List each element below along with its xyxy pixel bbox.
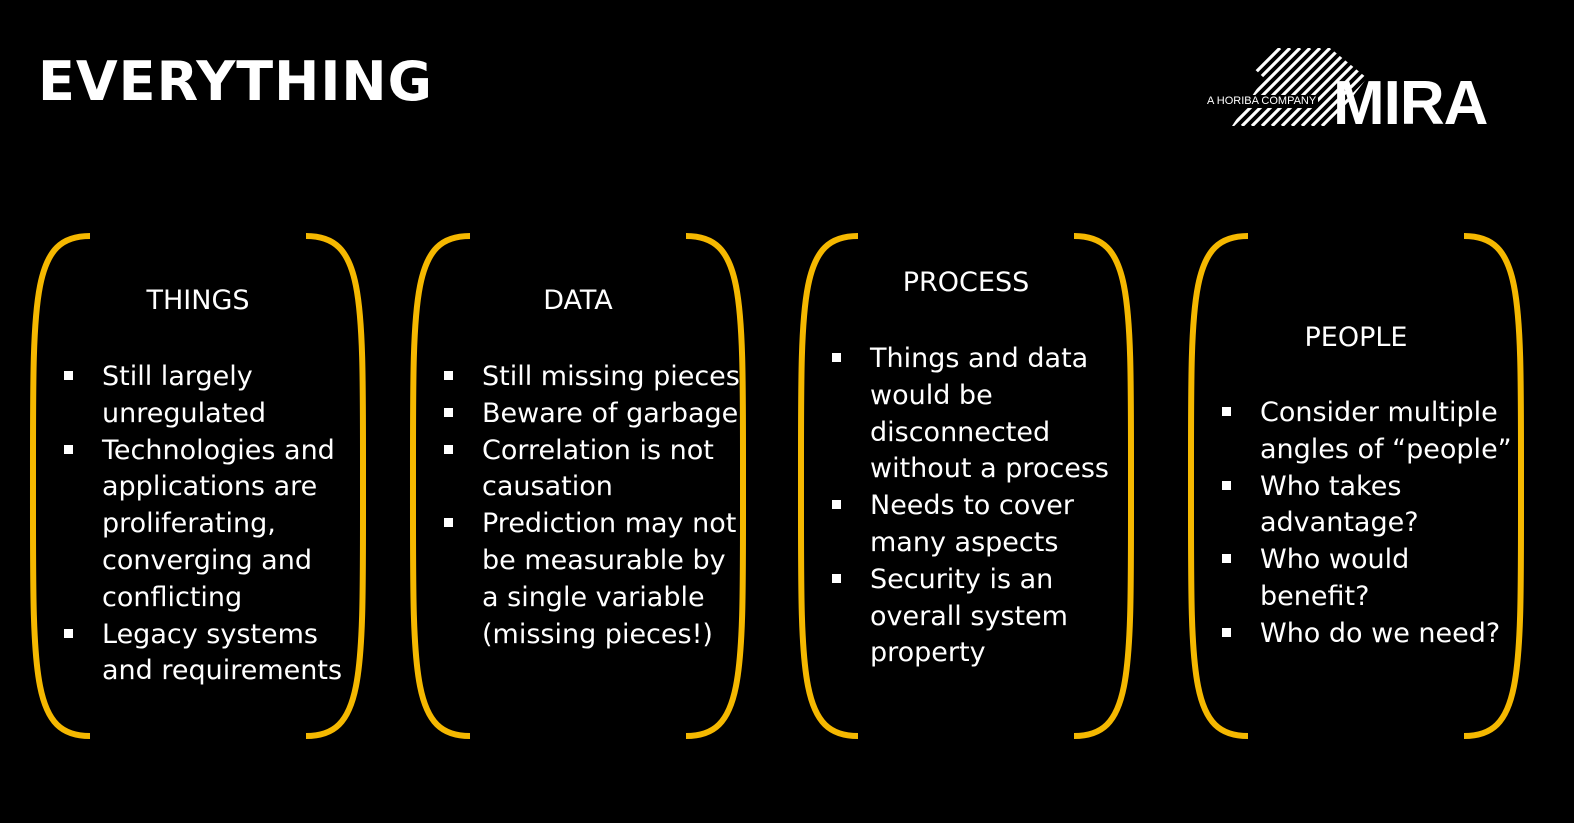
panel-heading-things: THINGS <box>146 285 250 316</box>
logo-tagline: A HORIBA COMPANY <box>1205 95 1319 108</box>
bullet-item: Things and data would be disconnected wi… <box>832 341 1109 488</box>
panel-things: THINGS Still largely unregulated Technol… <box>28 230 368 742</box>
bullet-list-data: Still missing pieces Beware of garbage C… <box>444 359 740 653</box>
bullet-item: Who takes advantage? <box>1222 469 1512 543</box>
bullet-item: Who do we need? <box>1222 616 1512 653</box>
bullet-item: Legacy systems and requirements <box>64 617 342 691</box>
logo-wordmark: MIRA <box>1333 69 1488 138</box>
bullet-square-icon <box>444 371 453 380</box>
bullet-square-icon <box>64 628 73 638</box>
panel-bracket-icon <box>797 233 1135 739</box>
panel-heading-data: DATA <box>543 285 613 316</box>
bullet-list-things: Still largely unregulated Technologies a… <box>64 359 342 690</box>
panel-heading-people: PEOPLE <box>1304 322 1408 353</box>
bullet-square-icon <box>832 573 841 583</box>
bullet-item: Still largely unregulated <box>64 359 342 433</box>
panel-heading-process: PROCESS <box>902 267 1030 298</box>
bullet-square-icon <box>64 444 73 454</box>
bullet-item: Correlation is not causation <box>444 433 740 507</box>
bullet-item: Who would benefit? <box>1222 542 1512 616</box>
bullet-list-process: Things and data would be disconnected wi… <box>832 341 1109 672</box>
panel-bracket-icon <box>409 233 747 739</box>
bullet-item: Beware of garbage <box>444 396 740 433</box>
bullet-square-icon <box>1222 407 1231 416</box>
bullet-item: Still missing pieces <box>444 359 740 396</box>
mira-logo: A HORIBA COMPANY MIRA <box>1200 48 1505 135</box>
bullet-item: Needs to cover many aspects <box>832 488 1109 562</box>
bullet-item: Security is an overall system property <box>832 562 1109 672</box>
slide-title: EVERYTHING <box>38 50 433 113</box>
bullet-item: Consider multiple angles of “people” <box>1222 395 1512 469</box>
panel-people: PEOPLE Consider multiple angles of “peop… <box>1186 230 1526 742</box>
bullet-square-icon <box>1222 627 1231 637</box>
bullet-item: Technologies and applications are prolif… <box>64 433 342 617</box>
bullet-item: Prediction may not be measurable by a si… <box>444 506 740 653</box>
panel-process: PROCESS Things and data would be disconn… <box>796 230 1136 742</box>
panel-bracket-icon <box>29 233 367 739</box>
bullet-square-icon <box>832 500 841 510</box>
logo-stripes-icon <box>1232 48 1367 126</box>
bullet-square-icon <box>1222 480 1231 490</box>
bullet-square-icon <box>444 444 453 454</box>
bullet-list-people: Consider multiple angles of “people” Who… <box>1222 395 1512 653</box>
bullet-square-icon <box>444 407 453 417</box>
bullet-square-icon <box>444 518 453 528</box>
panel-data: DATA Still missing pieces Beware of garb… <box>408 230 748 742</box>
bullet-square-icon <box>64 371 73 380</box>
bullet-square-icon <box>832 353 841 362</box>
panel-bracket-icon <box>1187 233 1525 739</box>
bullet-square-icon <box>1222 554 1231 564</box>
